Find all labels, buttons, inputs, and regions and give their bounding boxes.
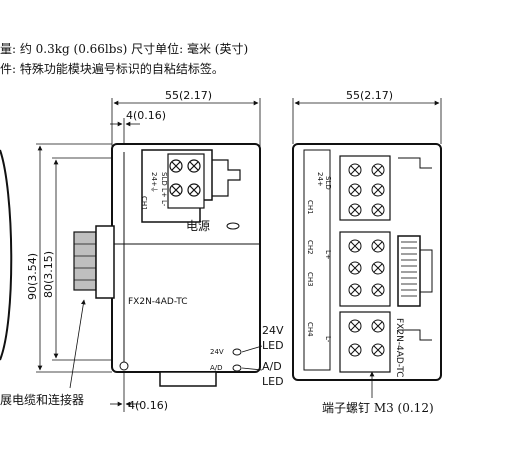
led-24v-callout-2: LED: [262, 339, 284, 352]
terminal-label-sld: SLD: [160, 172, 168, 186]
side-connector: [397, 235, 421, 307]
terminal-screws-side-top: [348, 163, 385, 217]
led-ad-small-label: A/D: [210, 364, 223, 372]
model-name-front: FX2N-4AD-TC: [128, 297, 188, 307]
side-label-ch4: CH4: [306, 322, 314, 337]
side-label-ch1: CH1: [306, 200, 314, 215]
led-ad-callout-2: LED: [262, 375, 284, 388]
led-ad-callout-1: A/D: [262, 360, 282, 373]
terminal-label-gnd: ⏚: [150, 186, 158, 193]
model-name-side: FX2N-4AD-TC: [394, 318, 404, 378]
terminal-label-lp: L+: [160, 188, 168, 198]
terminal-label-24p: 24+: [150, 172, 158, 187]
width-label-side: 55(2.17): [346, 89, 393, 102]
led-24v-small-label: 24V: [210, 348, 224, 356]
weight-note: 量: 约 0.3kg (0.66lbs) 尺寸单位: 毫米 (英寸): [0, 42, 249, 56]
terminal-label-ch1: CH1: [140, 196, 148, 211]
terminal-screw-label: 端子螺钉 M3 (0.12): [322, 401, 434, 415]
led-ad-icon: [232, 364, 242, 372]
width-label-front: 55(2.17): [165, 89, 212, 102]
outer-height-label: 90(3.54): [26, 253, 39, 300]
side-label-sld: SLD: [324, 176, 332, 190]
inner-height-label: 80(3.15): [42, 251, 55, 298]
side-label-lp: L+: [324, 250, 332, 260]
side-label-ch2: CH2: [306, 240, 314, 255]
led-24v-callout-1: 24V: [262, 324, 284, 337]
terminal-screws-side-mid: [348, 239, 385, 297]
power-led-icon: [226, 222, 240, 230]
front-view: 55(2.17) 4(0.16) 90(3.54) 80(3.15) 4(0.1…: [0, 89, 284, 412]
ext-cable-label: 展电缆和连接器: [0, 392, 84, 407]
bottom-offset-label: 4(0.16): [128, 399, 168, 412]
left-adjacent-module: [0, 149, 13, 361]
led-24v-icon: [232, 348, 242, 356]
label-note: 件: 特殊功能模块遍号标识的自粘结标签。: [0, 62, 224, 76]
terminal-screws-side-bottom: [348, 319, 385, 357]
side-label-lm: L-: [324, 336, 332, 343]
side-label-24p: 24+: [316, 172, 324, 187]
top-offset-label: 4(0.16): [126, 109, 166, 122]
terminal-screws-front: [169, 159, 201, 197]
side-label-ch3: CH3: [306, 272, 314, 287]
terminal-label-lm: L-: [160, 200, 168, 207]
power-label: 电源: [186, 219, 210, 233]
side-view: 55(2.17) 24+ SLD CH1 CH2 CH3 L+: [292, 89, 442, 415]
extension-connector: [73, 225, 115, 299]
